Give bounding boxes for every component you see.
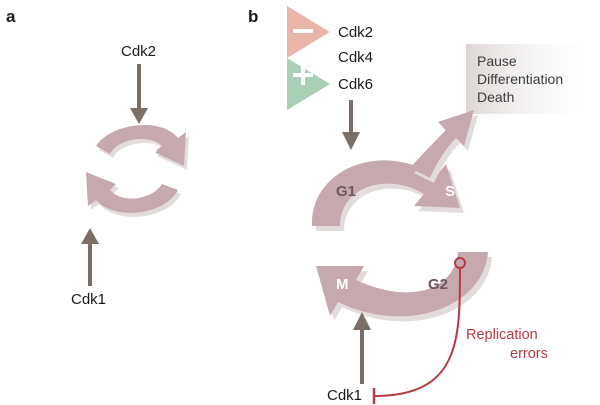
panel-a-phase-m: M [76,197,88,213]
outcome-pause: Pause [477,53,517,69]
outcome-box: Pause Differentiation Death [466,44,600,114]
errors-label: errors [510,346,548,362]
panel-a-phase-s: S [148,140,157,156]
outcome-differentiation: Differentiation [477,71,563,87]
panel-a-lower-arc: M [76,172,181,217]
phase-g1: G1 [336,183,356,200]
phase-m: M [336,276,349,293]
g1-kinase-arrow-head [342,132,360,150]
phase-g2: G2 [428,276,448,293]
replication-label: Replication [466,327,538,343]
lower-arc-g2-m: M G2 [316,252,492,322]
panel-a: a Cdk2 S M Cdk1 [6,7,189,308]
panel-a-cdk1-label: Cdk1 [71,291,106,308]
minus-icon [293,29,313,33]
panel-b-cdk1-label: Cdk1 [327,387,362,404]
m-kinase-arrow-head [353,312,371,330]
cdk6-label: Cdk6 [338,76,373,93]
replication-error-inhibition: Replication errors [372,257,548,404]
panel-a-cdk2-arrow-head [130,108,148,124]
minus-regulator [287,6,330,58]
plus-regulator [287,58,330,110]
cdk4-label: Cdk4 [338,49,373,66]
plus-triangle [287,58,330,110]
panel-b: b Cdk2 Cdk4 Cdk6 Pause Differentiation D… [248,6,600,404]
panel-b-letter: b [248,7,258,26]
panel-a-upper-arc: S [96,124,189,170]
upper-arc-g1-s: G1 S [311,110,478,231]
inhibition-line [373,267,461,397]
panel-a-letter: a [6,7,16,26]
panel-a-cdk2-label: Cdk2 [121,43,156,60]
panel-a-cdk1-arrow-head [81,228,99,244]
outcome-death: Death [477,89,514,105]
outcome-box-background [466,44,600,114]
phase-s: S [445,183,455,200]
cdk2-label: Cdk2 [338,24,373,41]
